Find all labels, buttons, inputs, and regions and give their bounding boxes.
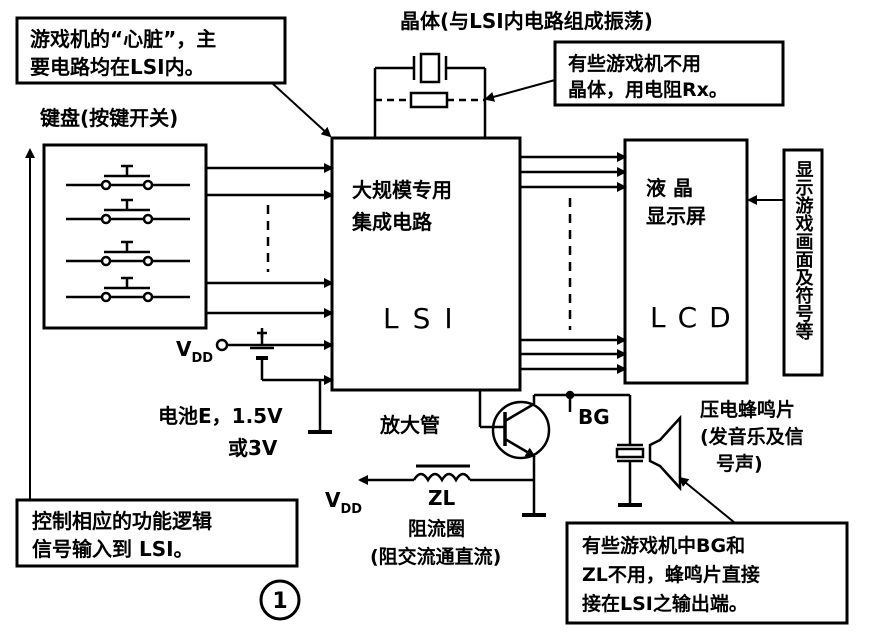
callout-input-box — [15, 498, 299, 568]
lsi-block — [330, 136, 522, 392]
key-switches — [66, 164, 190, 303]
figure-number-circle — [259, 579, 301, 621]
callout-rx-line-1: 有些游戏机不用 — [568, 52, 701, 75]
battery-text-line-1: 电池E，1.5V — [158, 404, 283, 428]
figure-number: 1 — [272, 589, 287, 614]
callout-heart-line-2: 要电路均在LSI内。 — [30, 55, 205, 79]
vdd-out-subscript: DD — [340, 502, 362, 517]
choke-text-line-1: 阻流圈 — [408, 517, 465, 540]
lcd-name: LCD — [650, 301, 743, 334]
vdd-subscript: DD — [191, 351, 213, 366]
vdd-label: VDD — [176, 337, 213, 366]
keyboard-to-lsi-lines — [206, 163, 334, 318]
buzzer-text-line-3: 号声) — [716, 452, 763, 475]
battery-circuit — [215, 328, 334, 434]
heart-pointer — [271, 82, 332, 138]
vdd-main: V — [176, 337, 192, 361]
transistor-bg — [491, 400, 551, 460]
callout-heart-box — [15, 16, 287, 85]
lcd-text-line-1: 液 晶 — [646, 176, 693, 200]
callout-rx-line-2: 晶体，用电阻Rx。 — [568, 78, 728, 101]
piezo-buzzer — [648, 414, 682, 492]
lsi-text-line-2: 集成电路 — [351, 210, 433, 234]
buzzer-text-line-2: (发音乐及信 — [700, 425, 804, 448]
lcd-text-line-2: 显示屏 — [646, 204, 706, 228]
lsi-name: LSI — [383, 302, 467, 335]
battery-text-line-2: 或3V — [228, 436, 278, 460]
keyboard-label: 键盘(按键开关) — [40, 106, 178, 130]
vdd-out-main: V — [325, 488, 341, 512]
display-side-text: 显示游戏画面及符号等 — [793, 160, 815, 341]
lcd-block — [623, 138, 749, 385]
crystal-circuit — [373, 52, 487, 138]
callout-rx-box — [553, 40, 785, 107]
callout-heart-line-1: 游戏机的“心脏”，主 — [30, 27, 216, 51]
output-stage — [358, 390, 682, 517]
rx-resistor — [409, 91, 449, 109]
callout-input-line-1: 控制相应的功能逻辑 — [32, 509, 212, 533]
vdd-out-label: VDD — [325, 488, 362, 517]
zl-label: ZL — [428, 486, 456, 510]
callout-bg-line-2: ZL不用，蜂鸣片直接 — [582, 563, 760, 586]
callout-bg-box — [565, 521, 849, 625]
bg-label: BG — [578, 405, 610, 429]
callout-bg-line-3: 接在LSI之输出端。 — [582, 592, 748, 615]
rx-pointer — [484, 79, 556, 102]
lsi-to-lcd-lines — [520, 152, 627, 374]
keyboard-block — [42, 143, 208, 330]
display-text-box — [782, 148, 824, 377]
amp-label: 放大管 — [379, 413, 440, 437]
buzzer-text-line-1: 压电蜂鸣片 — [700, 398, 795, 421]
bg-pointer — [678, 476, 736, 524]
choke-text-line-2: (阻交流通直流) — [370, 545, 501, 568]
lsi-text-line-1: 大规模专用 — [352, 178, 452, 202]
callout-input-line-2: 信号输入到 LSI。 — [32, 537, 194, 561]
crystal-symbol — [419, 52, 441, 84]
callout-bg-line-1: 有些游戏机中BG和 — [582, 534, 745, 557]
crystal-label: 晶体(与LSI内电路组成振荡) — [400, 9, 653, 33]
